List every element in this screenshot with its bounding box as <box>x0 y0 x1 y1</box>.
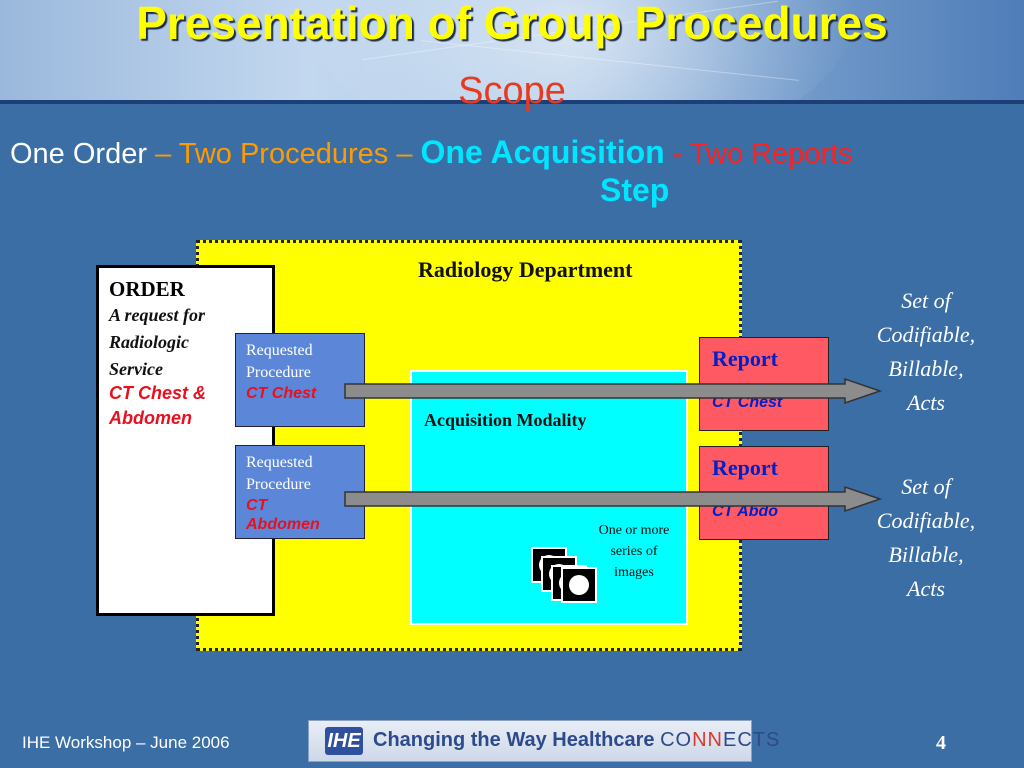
subtitle-separator: - <box>664 138 690 170</box>
arrow-abdomen <box>344 485 883 513</box>
banner-tagline: Changing the Way Healthcare <box>373 729 661 751</box>
order-box: ORDER A request for Radiologic Service C… <box>96 265 275 616</box>
slide-subtitle: One Order – Two Procedures – One Acquisi… <box>10 134 1024 171</box>
requested-procedure-label: Requested Procedure <box>246 342 313 381</box>
report-label: Report <box>712 346 778 371</box>
order-title: ORDER <box>109 277 185 301</box>
order-item: CT Chest & Abdomen <box>109 383 207 428</box>
requested-procedure-abdomen: Requested Procedure CT Abdomen <box>235 445 365 539</box>
slide-scope: Scope <box>458 70 566 112</box>
footer-banner: IHE Changing the Way Healthcare CONNECTS <box>308 720 779 762</box>
connects-part: CO <box>660 729 693 751</box>
acts-label-abdomen: Set of Codifiable, Billable, Acts <box>876 474 976 601</box>
requested-procedure-chest: Requested Procedure CT Chest <box>235 333 365 427</box>
connects-part: NN <box>692 729 723 751</box>
image-series-icon <box>561 567 597 603</box>
requested-procedure-label: Requested Procedure <box>246 454 313 493</box>
slide-title: Presentation of Group Procedures <box>136 0 888 49</box>
ihe-logo: IHE <box>325 727 363 755</box>
globe-graphic <box>300 0 860 102</box>
subtitle-step: Step <box>600 172 670 208</box>
requested-procedure-item: CT Abdomen <box>246 497 320 533</box>
arrow-chest <box>344 377 883 405</box>
subtitle-one-acquisition: One Acquisition <box>420 134 665 170</box>
header-rule <box>0 100 1024 104</box>
header-banner <box>0 0 1024 102</box>
subtitle-two-reports: Two Reports <box>689 138 853 170</box>
report-label: Report <box>712 455 778 480</box>
report-item: CT Abdo <box>712 503 779 520</box>
requested-procedure-item: CT Chest <box>246 385 317 402</box>
series-of-images-label: One or more series of images <box>598 523 670 580</box>
page-number: 4 <box>936 732 946 754</box>
banner-text: Changing the Way Healthcare CONNECTS <box>373 729 780 752</box>
banner-connects: CONNECTS <box>660 729 780 751</box>
order-description: A request for Radiologic Service <box>109 305 206 379</box>
radiology-department-label: Radiology Department <box>418 257 633 282</box>
acquisition-modality-label: Acquisition Modality <box>424 410 587 430</box>
footer-workshop-text: IHE Workshop – June 2006 <box>22 733 230 752</box>
subtitle-one-order: One Order <box>10 138 156 170</box>
acts-label-chest: Set of Codifiable, Billable, Acts <box>876 288 976 415</box>
connects-part: ECTS <box>722 729 781 751</box>
subtitle-two-procedures: – Two Procedures – <box>155 138 421 170</box>
